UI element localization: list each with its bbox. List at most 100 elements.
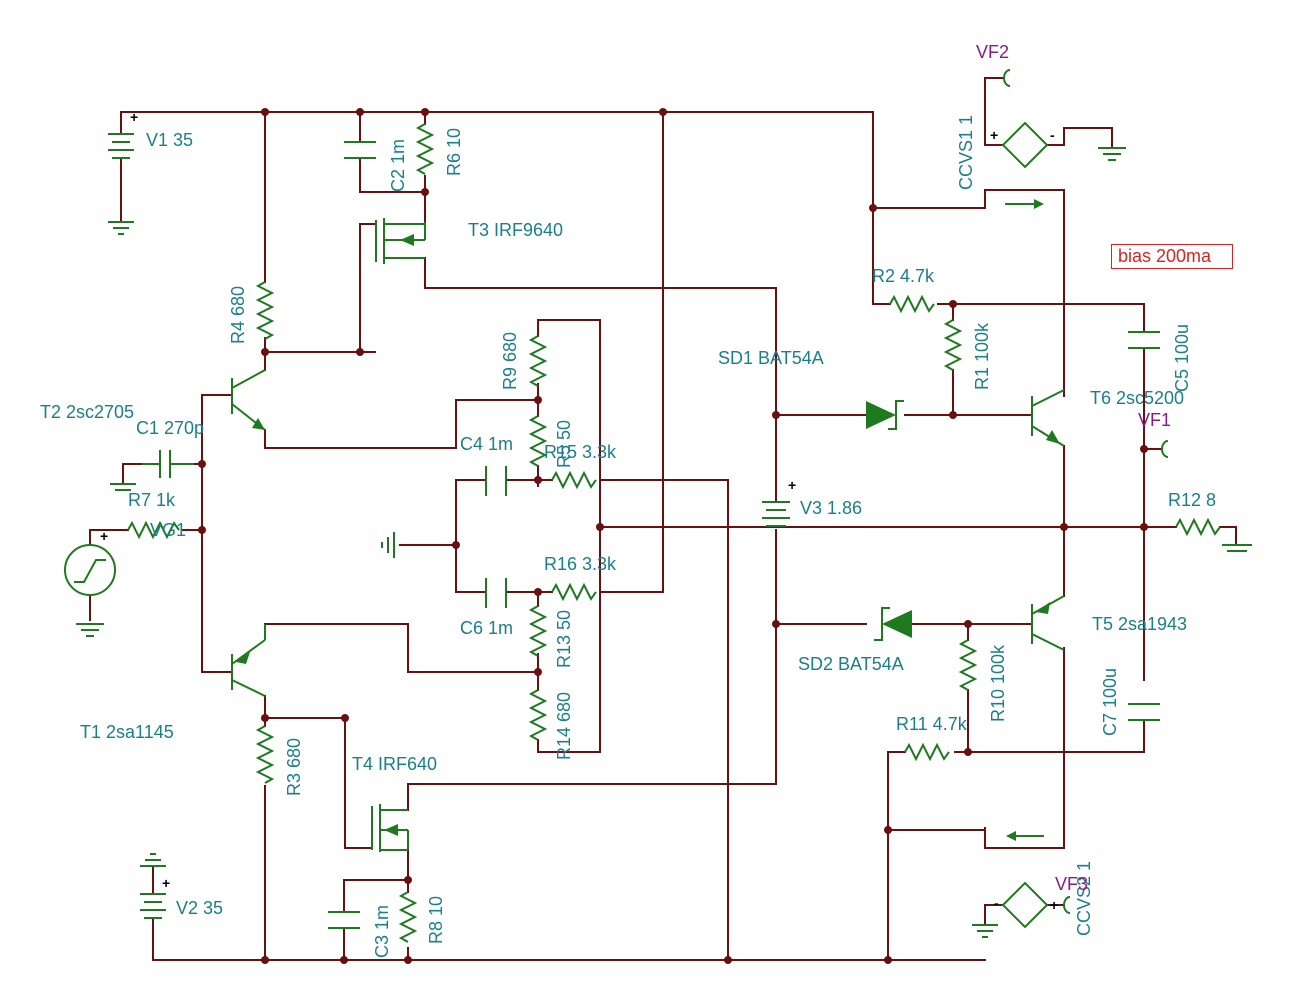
ccvs2-source[interactable]: - + [994,881,1058,929]
svg-text:+: + [990,127,998,143]
label-r7: R7 1k [128,490,176,510]
resistor-r7[interactable] [127,520,180,540]
svg-text:-: - [994,895,999,911]
resistor-r1[interactable] [943,319,963,371]
label-c1: C1 270p [136,418,204,438]
label-r6: R6 10 [444,128,464,176]
label-r3: R3 680 [284,738,304,796]
label-r2: R2 4.7k [872,266,935,286]
ground-vg1 [76,623,104,637]
resistor-r11[interactable] [904,742,950,762]
label-v2: V2 35 [176,898,223,918]
probe-vf3[interactable] [1063,896,1071,914]
label-r1: R1 100k [972,322,992,390]
capacitor-c3[interactable] [328,911,360,929]
resistor-r3[interactable] [255,725,275,784]
label-t6: T6 2sc5200 [1090,388,1184,408]
battery-v3[interactable]: + [762,477,796,527]
resistor-r15[interactable] [551,470,597,490]
label-r11: R11 4.7k [896,714,968,734]
resistor-r10[interactable] [958,639,978,691]
label-r12: R12 8 [1168,490,1216,510]
label-sd1: SD1 BAT54A [718,348,824,368]
svg-text:+: + [130,109,138,125]
svg-text:+: + [100,528,108,544]
diode-sd1[interactable] [866,400,904,430]
labels: V1 35 V2 35 V3 1.86 VG1 R7 1k C1 270p T2… [40,42,1216,958]
capacitor-c1[interactable] [142,450,194,478]
resistor-r4[interactable] [255,281,275,340]
label-r16: R16 3.3k [544,554,617,574]
label-vf3: VF3 [1055,874,1088,894]
resistor-r5[interactable] [528,415,548,467]
ground-ccvs1 [1098,147,1126,161]
label-sd2: SD2 BAT54A [798,654,904,674]
label-vf1: VF1 [1138,410,1171,430]
label-ccvs2: CCVS2 1 [1074,861,1094,936]
label-r4: R4 680 [228,286,248,344]
ground-ccvs2 [972,924,998,938]
label-t2: T2 2sc2705 [40,402,134,422]
resistor-r8[interactable] [398,891,418,943]
probe-vf1[interactable] [1161,440,1169,458]
label-r9: R9 680 [500,332,520,390]
label-r15: R15 3.3k [544,442,617,462]
resistor-r6[interactable] [415,123,435,175]
signal-source-vg1[interactable]: + [64,528,116,596]
ground-v2 [140,853,166,867]
ground-mid [381,532,395,558]
resistor-r13[interactable] [528,605,548,657]
svg-text:+: + [1050,897,1058,913]
ccvs1-source[interactable]: + - [990,121,1055,169]
label-r10: R10 100k [988,644,1008,722]
label-v1: V1 35 [146,130,193,150]
label-t1: T1 2sa1145 [80,722,174,742]
ground-r12 [1222,544,1252,552]
label-t3: T3 IRF9640 [468,220,563,240]
label-r5: R5 50 [554,420,574,468]
probe-vf2[interactable] [1003,69,1011,87]
ground-v1 [108,221,134,235]
capacitor-c6[interactable] [485,578,507,608]
transistor-t6[interactable] [1031,389,1065,447]
transistor-t5[interactable] [1031,595,1065,651]
resistor-r16[interactable] [551,582,597,602]
label-c5: C5 100u [1172,324,1192,392]
label-c7: C7 100u [1100,668,1120,736]
label-vg1: VG1 [150,520,186,540]
capacitor-c2[interactable] [344,141,376,159]
mosfet-t3[interactable] [375,218,426,264]
label-v3: V3 1.86 [800,498,862,518]
label-vf2: VF2 [976,42,1009,62]
wires [89,77,1237,961]
capacitor-c4[interactable] [485,466,507,496]
bias-note: bias 200ma [1111,244,1233,269]
battery-v1[interactable]: + [108,109,138,159]
svg-text:+: + [162,875,170,891]
resistor-r12[interactable] [1175,517,1221,537]
svg-text:+: + [788,477,796,493]
battery-v2[interactable]: + [140,875,170,919]
resistor-r9[interactable] [528,335,548,387]
svg-text:-: - [1050,127,1055,143]
capacitor-c5[interactable] [1128,331,1160,349]
transistor-t1[interactable] [231,624,266,697]
label-c4: C4 1m [460,434,513,454]
label-c3: C3 1m [372,905,392,958]
transistor-t2[interactable] [231,369,266,431]
label-r8: R8 10 [426,896,446,944]
diode-sd2[interactable] [874,607,912,641]
resistor-r14[interactable] [528,689,548,741]
mosfet-t4[interactable] [371,804,409,852]
label-ccvs1: CCVS1 1 [956,115,976,190]
junctions [198,108,1148,964]
current-sense-arrow-icon [1005,199,1044,209]
ground-c1 [110,483,136,491]
current-sense-arrow-icon [1006,831,1044,841]
label-r14: R14 680 [554,692,574,760]
resistor-r2[interactable] [889,294,935,314]
capacitor-c7[interactable] [1128,703,1160,721]
label-t5: T5 2sa1943 [1092,614,1187,634]
label-c2: C2 1m [388,139,408,192]
